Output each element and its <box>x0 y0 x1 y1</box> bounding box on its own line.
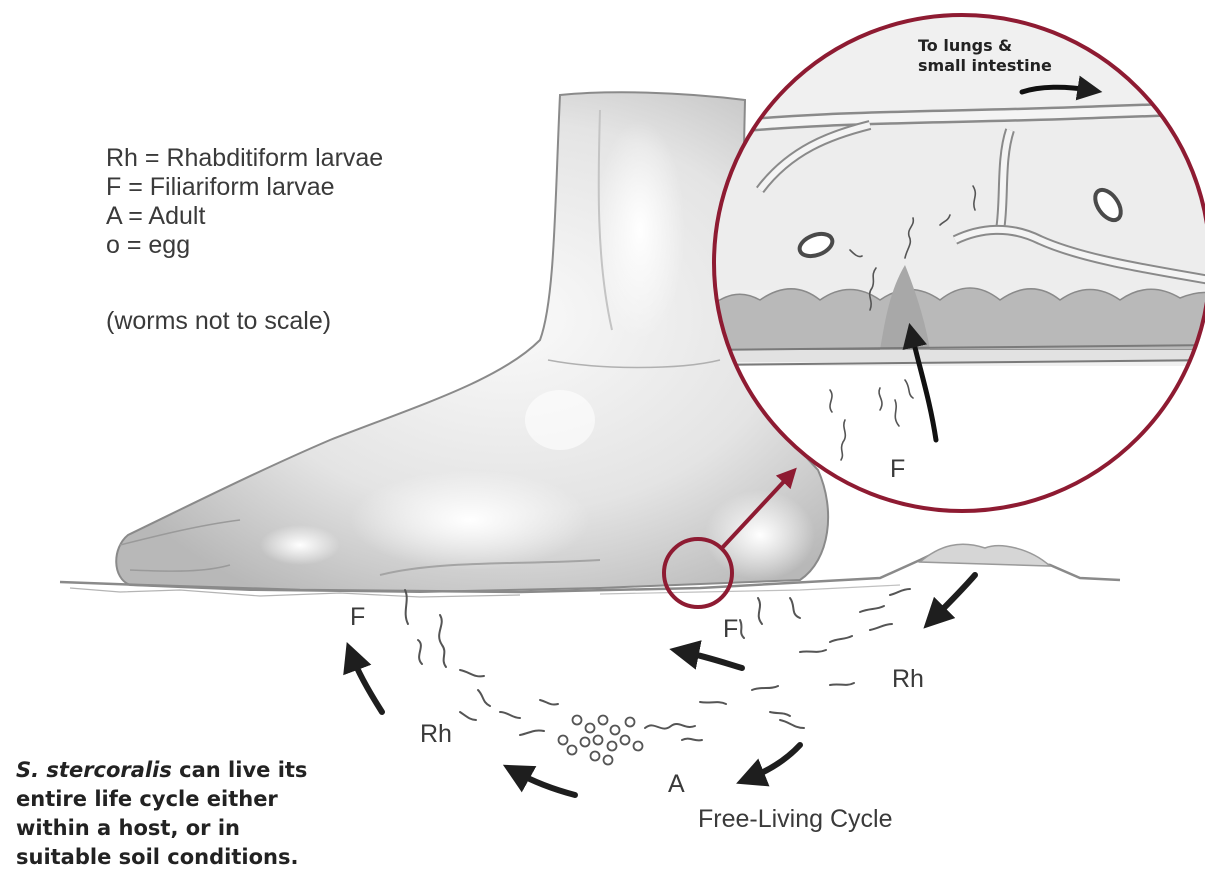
label-adult: A <box>668 770 685 799</box>
label-f-right: F <box>723 615 738 644</box>
legend-o: o = egg <box>106 231 190 260</box>
caption-line1: S. stercoralis can live its <box>16 758 307 782</box>
soil-larvae <box>405 589 910 740</box>
legend-rh: Rh = Rhabditiform larvae <box>106 144 383 173</box>
legend-a: A = Adult <box>106 202 205 231</box>
legend-f: F = Filiariform larvae <box>106 173 335 202</box>
caption-line4: suitable soil conditions. <box>16 845 298 869</box>
caption-line1-rest: can live its <box>172 758 308 782</box>
egg-cluster <box>559 716 643 765</box>
species-name: S. stercoralis <box>16 758 172 782</box>
caption-line2: entire life cycle either <box>16 787 278 811</box>
inset-f-label: F <box>890 455 905 484</box>
legend-note: (worms not to scale) <box>106 307 331 336</box>
label-rh-right: Rh <box>892 665 924 694</box>
inset-direction-line1: To lungs & <box>918 36 1012 55</box>
caption-line3: within a host, or in <box>16 816 240 840</box>
inset-direction-line2: small intestine <box>918 56 1052 75</box>
cycle-title: Free-Living Cycle <box>698 805 893 834</box>
label-f-left: F <box>350 603 365 632</box>
label-rh-left: Rh <box>420 720 452 749</box>
